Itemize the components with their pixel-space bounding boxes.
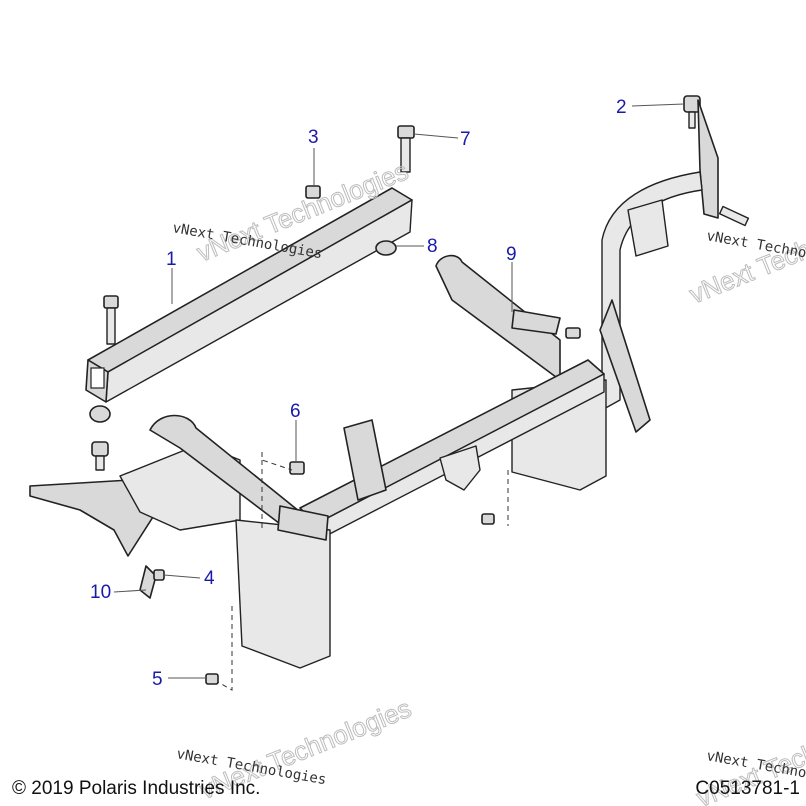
callout-9: 9 [506,244,517,265]
callout-6: 6 [290,401,301,422]
screw-small [153,569,165,581]
callout-1: 1 [166,249,177,270]
bolt-lower [289,461,305,475]
screw-right [565,327,581,339]
callout-4: 4 [204,568,215,589]
bolt-left [103,295,119,345]
bushing-left [89,405,111,423]
bolt-upper [397,125,415,173]
spring-pin [718,205,750,227]
callout-2: 2 [616,97,627,118]
front-cross-tube [85,187,413,403]
callout-5: 5 [152,669,163,690]
install-guides [217,452,509,691]
screw-lower [205,673,219,685]
left-frame-assembly [29,414,331,669]
copyright-notice: © 2019 Polaris Industries Inc. [12,778,260,799]
center-bracket [343,419,387,501]
flange-nut [375,240,397,256]
right-support-arch [599,99,719,433]
callout-8: 8 [427,236,438,257]
callout-10: 10 [90,582,111,603]
tube-clamp [439,445,481,491]
figure-id: C0513781-1 [695,778,800,799]
mount-knob-left [91,441,109,471]
leader-lines [113,103,685,679]
mount-knob-upper [683,95,701,129]
screw-center [481,513,495,525]
callout-labels: 1 2 3 4 5 6 7 8 9 10 [90,97,627,690]
callout-3: 3 [308,127,319,148]
callout-7: 7 [460,129,471,150]
clip-nut [305,185,321,199]
